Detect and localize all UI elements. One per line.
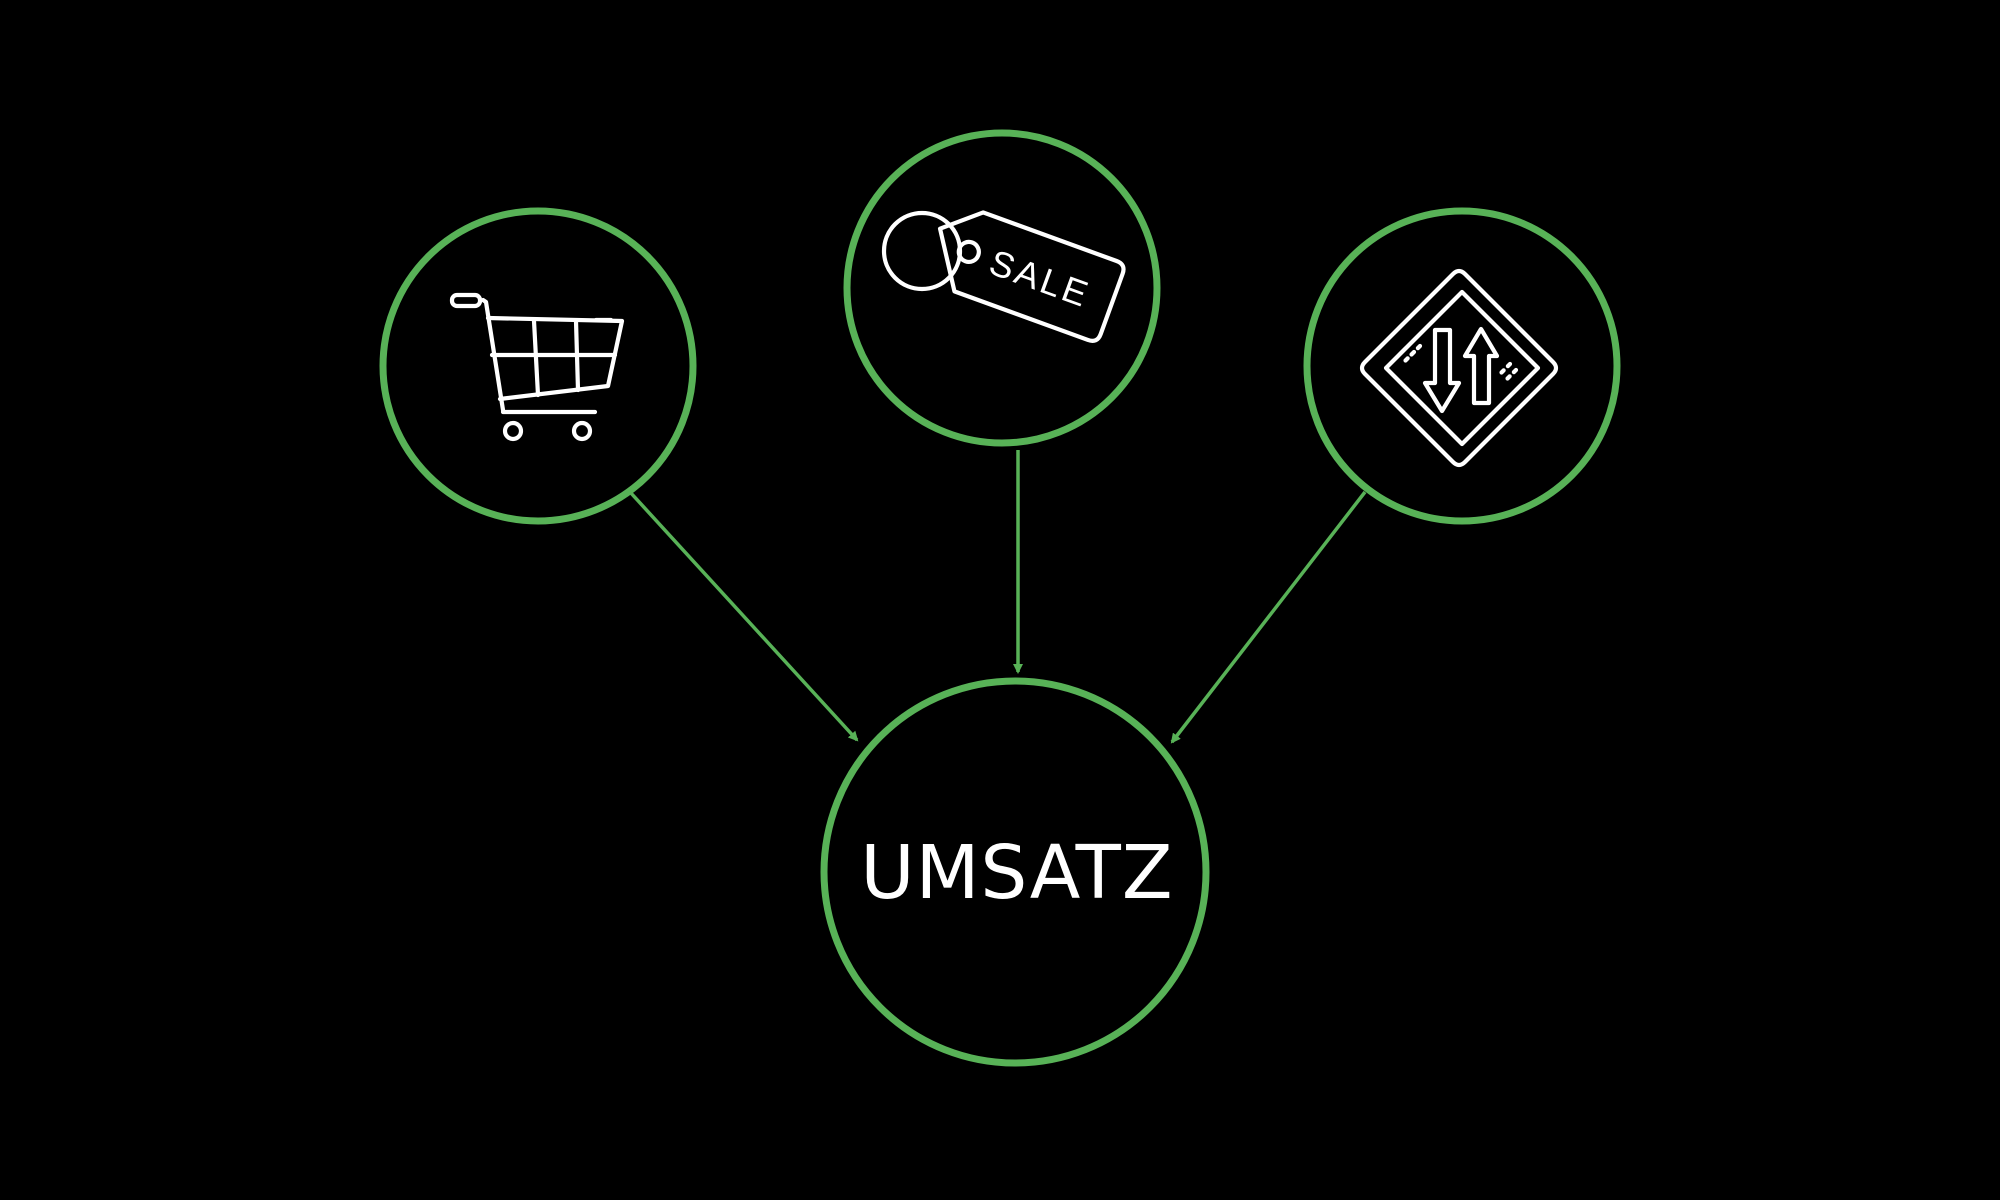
node-traffic [1303,207,1621,525]
node-sale-ring [843,129,1161,447]
shopping-cart-icon [449,292,625,442]
center-label: UMSATZ [860,830,1173,916]
edge-cart-to-center [628,490,859,742]
node-cart [379,207,697,525]
edge-traffic-to-center [1170,490,1367,744]
node-traffic-ring [1303,207,1621,525]
node-center-ring [820,677,1210,1067]
two-way-traffic-sign-icon [1359,268,1559,468]
node-sale: SALE [843,129,1161,447]
node-center: UMSATZ [820,677,1210,1067]
connectors [628,450,1367,744]
